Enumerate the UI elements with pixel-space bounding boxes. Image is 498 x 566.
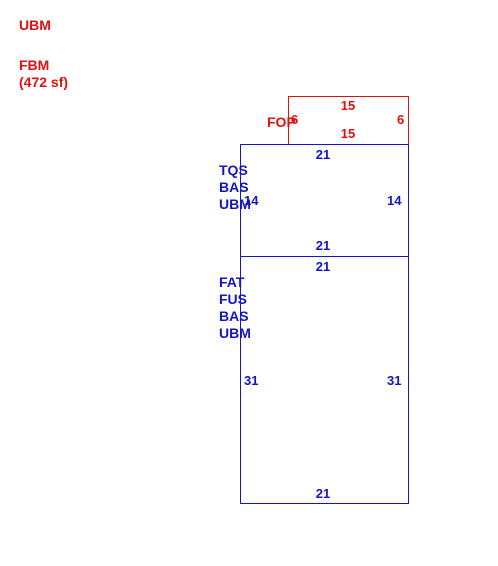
upper-dim-top: 21: [316, 147, 330, 162]
upper-code-1: TQS: [219, 162, 248, 178]
lower-code-4: UBM: [219, 325, 251, 341]
upper-dim-right: 14: [387, 193, 402, 208]
porch-dim-left: 6: [291, 112, 298, 127]
legend: UBM FBM (472 sf): [19, 17, 68, 90]
lower-section: 21 21 31 31 FAT FUS BAS UBM: [219, 256, 409, 504]
porch-section: 15 15 6 6 FOP: [267, 96, 409, 145]
porch-dim-top: 15: [341, 98, 355, 113]
legend-line-3: (472 sf): [19, 74, 68, 90]
legend-line-2: FBM: [19, 57, 49, 73]
lower-code-1: FAT: [219, 274, 245, 290]
legend-line-1: UBM: [19, 17, 51, 33]
upper-dim-bottom: 21: [316, 238, 330, 253]
lower-code-3: BAS: [219, 308, 249, 324]
lower-dim-left: 31: [244, 373, 258, 388]
upper-section: 21 21 14 14 TQS BAS UBM: [219, 144, 409, 257]
upper-code-3: UBM: [219, 196, 251, 212]
porch-dim-bottom: 15: [341, 126, 355, 141]
porch-dim-right: 6: [397, 112, 404, 127]
upper-dim-left: 14: [244, 193, 259, 208]
lower-dim-bottom: 21: [316, 486, 330, 501]
upper-code-2: BAS: [219, 179, 249, 195]
lower-dim-top: 21: [316, 259, 330, 274]
porch-code: FOP: [267, 114, 296, 130]
lower-code-2: FUS: [219, 291, 247, 307]
lower-section-outline: [240, 256, 409, 504]
lower-dim-right: 31: [387, 373, 401, 388]
